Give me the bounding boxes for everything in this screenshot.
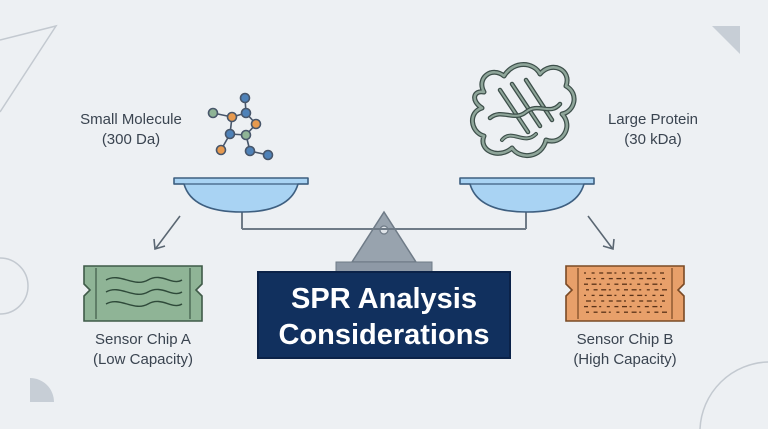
half-circle-decoration — [0, 257, 29, 315]
small-molecule-label: Small Molecule (300 Da) — [56, 110, 206, 150]
large-protein-mass: (30 kDa) — [624, 131, 682, 148]
sensor-chip-wavy-icon — [83, 265, 203, 322]
arrow-left-pan-to-chip-a — [153, 215, 181, 251]
small-molecule-name: Small Molecule — [80, 111, 182, 128]
small-molecule-mass: (300 Da) — [101, 131, 161, 148]
arc-decoration — [699, 361, 768, 429]
quarter-circle-decoration — [30, 378, 54, 402]
arrow-right-pan-to-chip-b — [587, 215, 615, 251]
large-protein-label: Large Protein (30 kDa) — [578, 110, 728, 150]
title-box: SPR Analysis Considerations — [257, 271, 511, 359]
large-protein-name: Large Protein — [607, 111, 699, 128]
sensor-chip-b-name: Sensor Chip B — [576, 331, 674, 348]
title-line-1: SPR Analysis — [291, 283, 477, 315]
molecule-icon — [207, 92, 274, 161]
balance-fulcrum — [350, 210, 418, 263]
corner-triangle-decoration — [712, 26, 740, 54]
title-line-2: Considerations — [278, 319, 490, 351]
sensor-chip-dense-icon — [565, 265, 685, 322]
sensor-chip-a-name: Sensor Chip A — [95, 331, 191, 348]
corner-line-decoration — [0, 24, 58, 113]
protein-ribbon-icon — [470, 62, 577, 158]
sensor-chip-a-label: Sensor Chip A (Low Capacity) — [68, 330, 218, 370]
left-scale-pan — [173, 177, 309, 213]
sensor-chip-b-label: Sensor Chip B (High Capacity) — [550, 330, 700, 370]
right-scale-pan — [459, 177, 595, 213]
sensor-chip-a-capacity: (Low Capacity) — [92, 351, 194, 368]
sensor-chip-b-capacity: (High Capacity) — [573, 351, 677, 368]
